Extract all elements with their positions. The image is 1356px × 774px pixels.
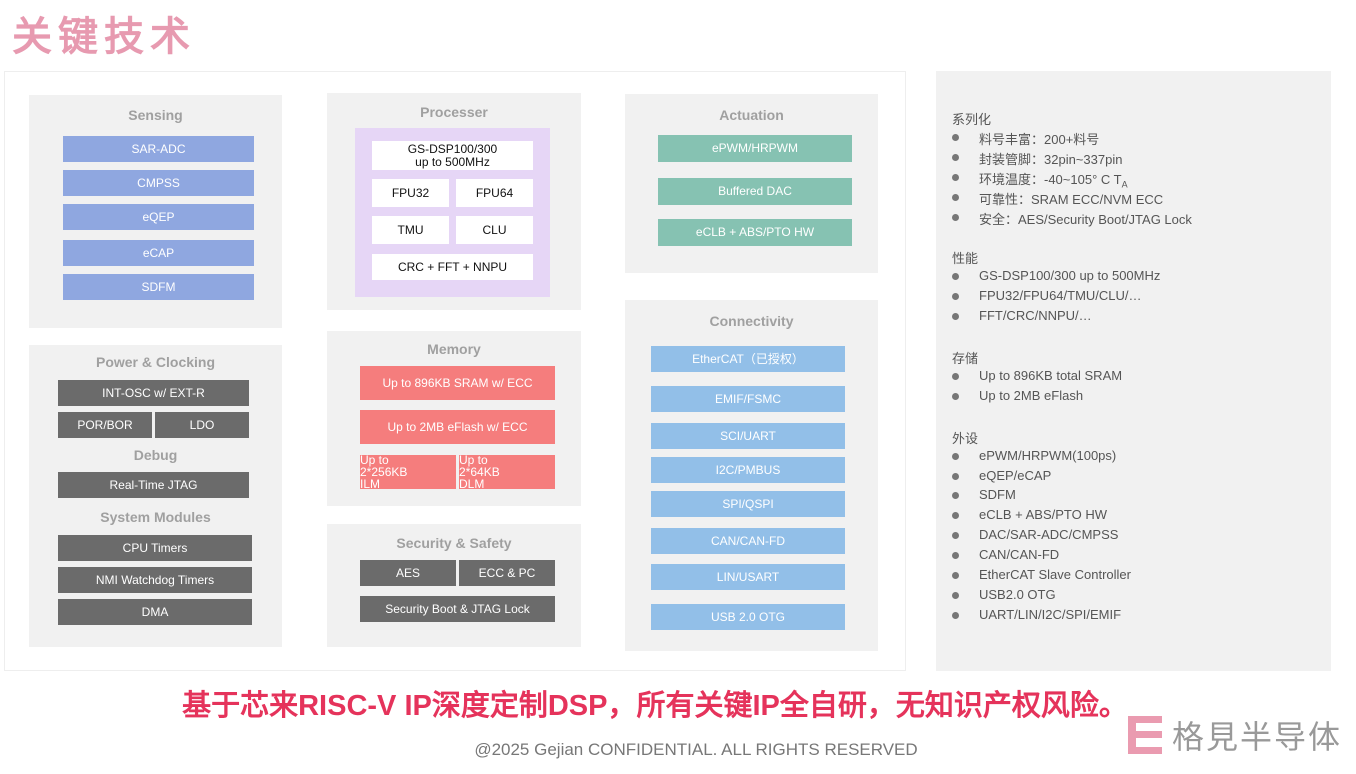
tmu-box: TMU [372,216,449,244]
system-item: CPU Timers [58,535,252,561]
bullet-dot [952,293,959,300]
connectivity-item: SCI/UART [651,423,845,449]
connectivity-item: EtherCAT（已授权） [651,346,845,372]
bullet-dot [952,453,959,460]
dlm-box: Up to 2*64KB DLM [459,455,555,489]
company-logo-icon [1128,716,1162,754]
bullet-dot [952,592,959,599]
temp-subscript: A [1121,179,1128,190]
system-item: DMA [58,599,252,625]
power-item-ldo: LDO [155,412,249,438]
temp-range: 环境温度：-40~105° C T [979,172,1122,187]
bullet-dot [952,473,959,480]
connectivity-item: EMIF/FSMC [651,386,845,412]
connectivity-title: Connectivity [709,313,794,329]
bullet-dot [952,273,959,280]
debug-title: Debug [133,447,178,463]
secure-boot-box: Security Boot & JTAG Lock [360,596,555,622]
aes-box: AES [360,560,456,586]
fpu64-box: FPU64 [456,179,533,207]
ilm-box: Up to 2*256KB ILM [360,455,456,489]
power-title: Power & Clocking [95,354,216,370]
bullet-dot [952,572,959,579]
memory-title: Memory [427,341,481,357]
sensing-title: Sensing [128,107,183,123]
sensing-item: SAR-ADC [63,136,254,162]
clu-box: CLU [456,216,533,244]
bullet-dot [952,492,959,499]
connectivity-item: LIN/USART [651,564,845,590]
actuation-title: Actuation [719,107,784,123]
feature-section-title: 外设 [952,431,979,446]
sensing-item: eCAP [63,240,254,266]
actuation-item: ePWM/HRPWM [658,135,852,162]
connectivity-item: CAN/CAN-FD [651,528,845,554]
ilm-line1: Up to [360,455,389,467]
crc-fft-nnpu-box: CRC + FFT + NNPU [372,254,533,280]
connectivity-item: SPI/QSPI [651,491,845,517]
dlm-line2: 2*64KB [459,465,500,479]
security-title: Security & Safety [396,535,512,551]
connectivity-item: I2C/PMBUS [651,457,845,483]
feature-section-title: 性能 [952,251,979,266]
ilm-line2: 2*256KB [360,465,408,479]
bullet-dot [952,532,959,539]
company-logo-text: 格見半导体 [1172,718,1343,756]
feature-panel [936,71,1331,671]
power-item-por-bor: POR/BOR [58,412,152,438]
bullet-dot [952,512,959,519]
ilm-line3: ILM [360,477,381,489]
feature-section-title: 系列化 [952,112,992,127]
page-title: 关键技术 [12,13,196,60]
slogan: 基于芯来RISC-V IP深度定制DSP，所有关键IP全自研，无知识产权风险。 [182,690,1128,722]
core-frequency: up to 500MHz [415,154,490,169]
feature-bullet: 环境温度：-40~105° C TA [952,169,1252,190]
bullet-dot [952,612,959,619]
actuation-item: Buffered DAC [658,178,852,205]
system-modules-title: System Modules [100,509,211,525]
debug-item: Real-Time JTAG [58,472,249,498]
bullet-dot [952,313,959,320]
sensing-item: CMPSS [63,170,254,196]
feature-section-title: 存储 [952,351,979,366]
dlm-line1: Up to [459,455,488,467]
bullet-dot [952,373,959,380]
bullet-dot [952,393,959,400]
core-name: GS-DSP100/300 [407,141,498,156]
dlm-line3: DLM [459,477,485,489]
diagram-frame [4,71,906,671]
sensing-item: eQEP [63,204,254,230]
power-item-int-osc: INT-OSC w/ EXT-R [58,380,249,406]
bullet-dot [952,174,959,181]
eflash-box: Up to 2MB eFlash w/ ECC [360,410,555,444]
bullet-dot [952,134,959,141]
system-item: NMI Watchdog Timers [58,567,252,593]
sram-box: Up to 896KB SRAM w/ ECC [360,366,555,400]
actuation-item: eCLB + ABS/PTO HW [658,219,852,246]
core-box: GS-DSP100/300 up to 500MHz [372,141,533,170]
sensing-item: SDFM [63,274,254,300]
bullet-dot [952,214,959,221]
bullet-dot [952,154,959,161]
bullet-dot [952,552,959,559]
processer-title: Processer [420,104,488,120]
fpu32-box: FPU32 [372,179,449,207]
bullet-dot [952,194,959,201]
connectivity-item: USB 2.0 OTG [651,604,845,630]
copyright-footer: @2025 Gejian CONFIDENTIAL. ALL RIGHTS RE… [474,740,918,759]
ecc-pc-box: ECC & PC [459,560,555,586]
